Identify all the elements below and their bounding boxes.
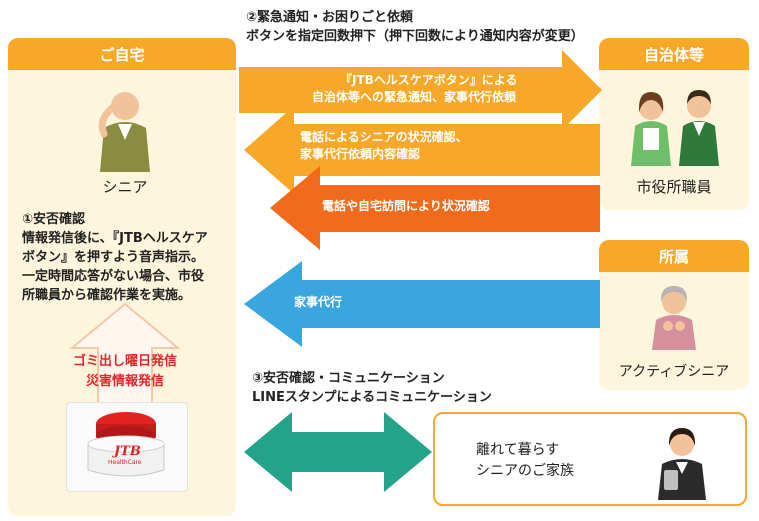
family-line-1: 離れて暮らす (476, 442, 560, 458)
step3-title: ③安否確認・コミュニケーション (252, 371, 445, 386)
arrow-visit-check (270, 166, 600, 250)
step3-subtitle: LINEスタンプによるコミュニケーション (252, 390, 492, 405)
arrow-emergency-notify (239, 50, 602, 130)
step1-line-2: ボタン』を押すよう音声指示。 (22, 250, 205, 265)
staff-illustration (631, 90, 719, 166)
step1-line-1: 情報発信後に、『JTBヘルスケア (22, 231, 208, 246)
arrow4-label: 家事代行 (294, 295, 343, 309)
staff-label: 市役所職員 (636, 178, 712, 196)
arrow1-line-1: 『JTBヘルスケアボタン』による (340, 73, 518, 87)
family-line-2: シニアのご家族 (476, 463, 574, 479)
senior-illustration (98, 92, 150, 172)
jtb-button-device (87, 412, 165, 477)
municipality-header: 自治体等 (599, 38, 749, 70)
step1-line-3: 一定時間応答がない場合、市役 (22, 269, 205, 284)
step2-subtitle: ボタンを指定回数押下（押下回数により通知内容が変更） (246, 29, 584, 44)
step1-title: ①安否確認 (22, 212, 86, 227)
device-sub: HealthCare (108, 459, 142, 466)
arrow-housekeeping (244, 261, 600, 347)
broadcast-line-2: 災害情報発信 (85, 374, 164, 389)
broadcast-line-1: ゴミ出し曜日発信 (72, 354, 177, 369)
active-senior-illustration (652, 286, 696, 350)
affiliation-header: 所属 (599, 240, 749, 272)
municipality-panel: 自治体等 (599, 38, 749, 210)
step1-line-4: 所職員から確認作業を実施。 (22, 288, 192, 303)
arrow-line-communication (244, 412, 432, 492)
arrow2-line-2: 家事代行依頼内容確認 (300, 147, 421, 161)
home-header: ご自宅 (8, 38, 236, 70)
arrow-phone-check (244, 106, 600, 194)
arrow2-line-1: 電話によるシニアの状況確認、 (300, 130, 468, 144)
family-member-illustration (658, 428, 706, 500)
device-logo: JTB (114, 444, 141, 459)
arrow3-label: 電話や自宅訪問により状況確認 (322, 199, 490, 213)
arrow1-line-2: 自治体等への緊急通知、家事代行依頼 (312, 90, 517, 104)
senior-label: シニア (102, 178, 148, 196)
step2-title: ②緊急通知・お困りごと依頼 (246, 10, 414, 25)
active-senior-label: アクティブシニア (618, 364, 730, 380)
